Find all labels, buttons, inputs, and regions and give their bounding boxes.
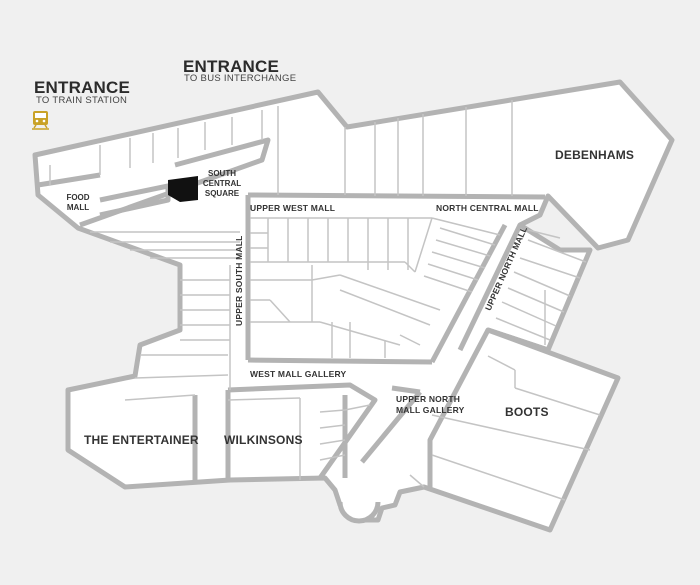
food-mall-label: FOOD MALL bbox=[60, 193, 96, 213]
train-icon bbox=[32, 111, 49, 130]
entrance-train-title: ENTRANCE bbox=[34, 78, 131, 97]
upper-west-mall-label: UPPER WEST MALL bbox=[250, 203, 336, 213]
south-central-square-label: SOUTH CENTRAL SQUARE bbox=[198, 169, 246, 199]
store-boots[interactable]: BOOTS bbox=[505, 405, 549, 419]
upper-south-mall-label: UPPER SOUTH MALL bbox=[234, 235, 244, 326]
unit-dividers bbox=[49, 100, 601, 501]
upper-north-mall-gallery-label: UPPER NORTH MALL GALLERY bbox=[396, 394, 465, 416]
upper-north-gallery-line1: UPPER NORTH bbox=[396, 394, 461, 404]
entrance-bus-subtitle: TO BUS INTERCHANGE bbox=[184, 73, 297, 84]
north-central-mall-label: NORTH CENTRAL MALL bbox=[436, 203, 539, 213]
food-mall-line1: FOOD bbox=[66, 193, 90, 202]
store-wilkinsons[interactable]: WILKINSONS bbox=[224, 433, 303, 447]
entrance-train-subtitle: TO TRAIN STATION bbox=[36, 95, 128, 106]
mall-corridor-lines bbox=[37, 137, 549, 488]
food-mall-line2: MALL bbox=[66, 203, 90, 212]
store-the-entertainer[interactable]: THE ENTERTAINER bbox=[84, 433, 199, 447]
store-debenhams[interactable]: DEBENHAMS bbox=[555, 148, 635, 162]
upper-north-gallery-line2: MALL GALLERY bbox=[396, 405, 465, 415]
south-central-line3: SQUARE bbox=[204, 189, 240, 198]
entrance-bus-title: ENTRANCE bbox=[183, 57, 280, 76]
south-central-line2: CENTRAL bbox=[202, 179, 242, 188]
west-mall-gallery-label: WEST MALL GALLERY bbox=[250, 369, 347, 379]
rotunda bbox=[337, 501, 381, 524]
south-central-square-unit[interactable] bbox=[168, 176, 198, 202]
south-central-line1: SOUTH bbox=[208, 169, 236, 178]
